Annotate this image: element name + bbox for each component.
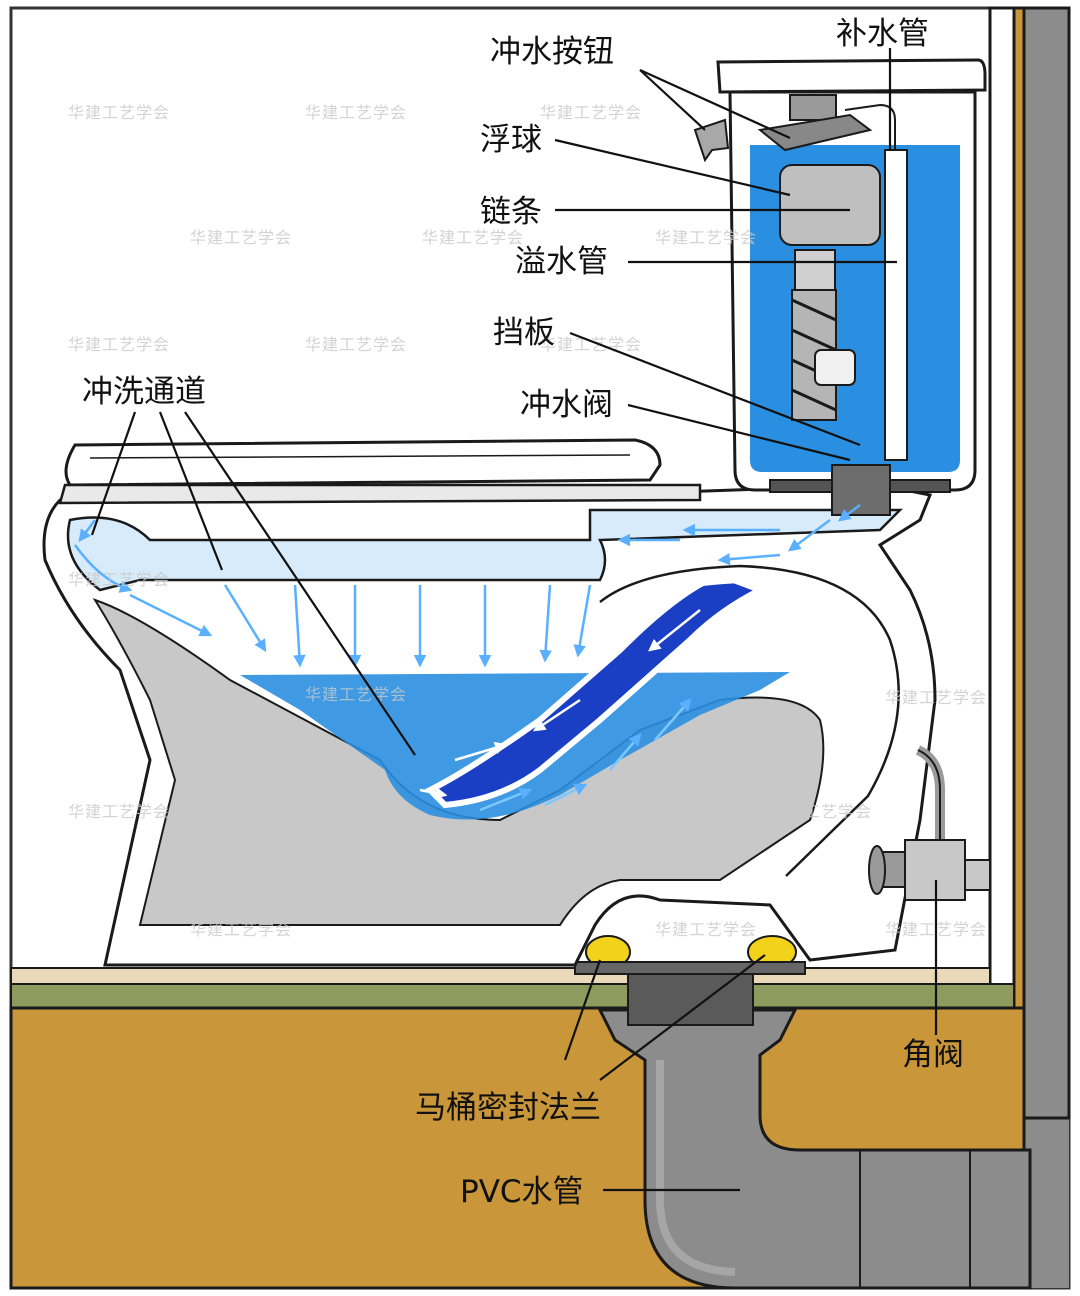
supply-line xyxy=(868,745,991,901)
bowl-cavity xyxy=(92,598,825,926)
overflow-tube xyxy=(884,149,908,461)
label-float: 浮球 xyxy=(480,122,542,158)
watermark-text: 华建工艺学会 xyxy=(305,802,407,821)
labels: 补水管 冲水按钮 浮球 链条 溢水管 挡板 冲水阀 冲洗通道 角阀 马桶密封法兰… xyxy=(82,16,964,1210)
watermark-text: 华建工艺学会 xyxy=(68,335,170,354)
label-baffle: 挡板 xyxy=(493,315,555,351)
trap-passage xyxy=(595,566,897,876)
watermarks: 华建工艺学会 华建工艺学会 华建工艺学会 华建工艺学会 华建工艺学会 华建工艺学… xyxy=(68,103,987,939)
watermark-text: 华建工艺学会 xyxy=(422,228,524,247)
watermark-text: 华建工艺学会 xyxy=(655,920,757,939)
watermark-text: 华建工艺学会 xyxy=(540,103,642,122)
watermark-text: 华建工艺学会 xyxy=(190,920,292,939)
flush-handle-icon xyxy=(693,118,730,163)
label-overflow-tube: 溢水管 xyxy=(515,244,608,280)
watermark-text: 华建工艺学会 xyxy=(68,802,170,821)
label-flush-button: 冲水按钮 xyxy=(490,34,614,70)
watermark-text: 华建工艺学会 xyxy=(655,228,757,247)
label-angle-valve: 角阀 xyxy=(902,1037,964,1073)
rim-flow-arrows xyxy=(73,504,861,668)
watermark-text: 华建工艺学会 xyxy=(305,335,407,354)
toilet-seat xyxy=(58,438,702,505)
flange-plate xyxy=(574,961,806,975)
watermark-text: 华建工艺学会 xyxy=(305,103,407,122)
bowl-flow-arrows xyxy=(479,698,692,812)
watermark-text: 华建工艺学会 xyxy=(770,802,872,821)
label-flush-valve: 冲水阀 xyxy=(520,387,613,423)
label-flush-channel: 冲洗通道 xyxy=(82,374,206,410)
label-wax-ring: 马桶密封法兰 xyxy=(415,1090,601,1126)
label-pvc-pipe: PVC水管 xyxy=(460,1174,584,1210)
watermark-text: 华建工艺学会 xyxy=(305,685,407,704)
watermark-text: 华建工艺学会 xyxy=(885,688,987,707)
flush-valve-body xyxy=(831,464,891,516)
leader-lines xyxy=(90,48,938,1192)
watermark-text: 华建工艺学会 xyxy=(540,335,642,354)
watermark-text: 华建工艺学会 xyxy=(68,103,170,122)
watermark-text: 华建工艺学会 xyxy=(68,570,170,589)
trap-flow-arrows xyxy=(419,609,701,800)
label-refill-tube: 补水管 xyxy=(836,16,929,52)
label-chain: 链条 xyxy=(480,194,542,230)
watermark-text: 华建工艺学会 xyxy=(190,228,292,247)
fill-valve-assembly xyxy=(757,94,896,421)
